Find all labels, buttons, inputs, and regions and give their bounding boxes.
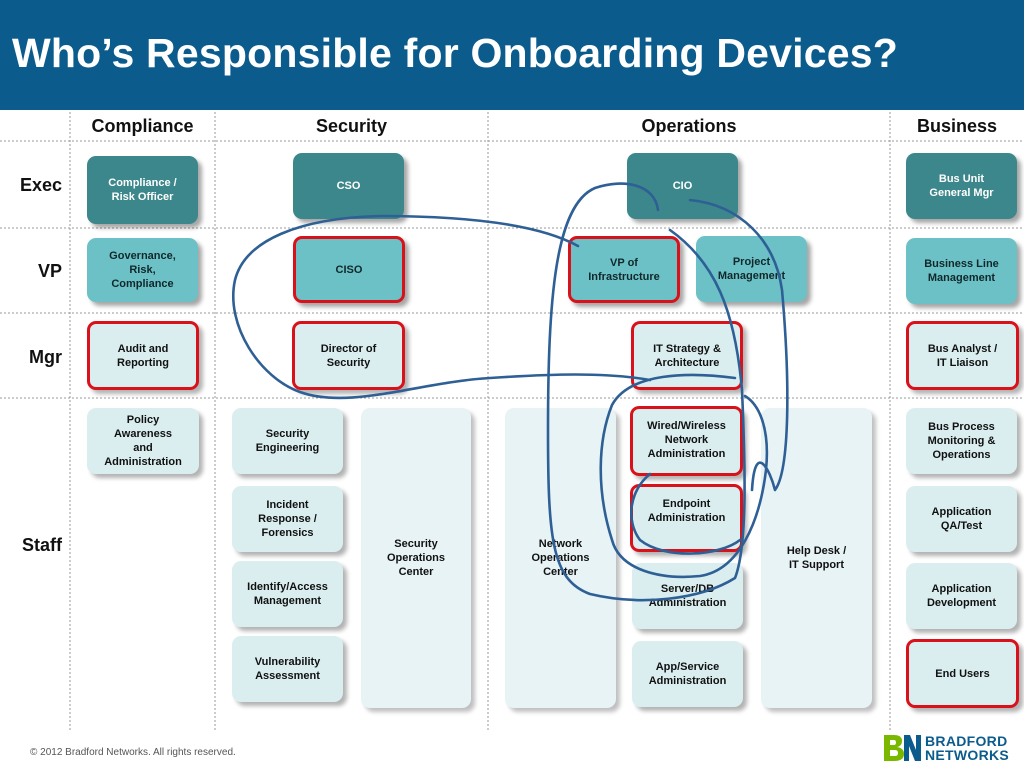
- column-header-compliance: Compliance: [91, 116, 194, 136]
- box-identify-access-management: Identify/Access Management: [232, 561, 343, 627]
- bradford-networks-logo: BRADFORD NETWORKS: [882, 732, 1022, 764]
- box-wired-wireless-network-administration: Wired/Wireless Network Administration: [630, 406, 743, 476]
- box-network-operations-center: Network Operations Center: [505, 408, 616, 708]
- box-vulnerability-assessment: Vulnerability Assessment: [232, 636, 343, 702]
- box-ciso: CISO: [293, 236, 405, 303]
- box-director-of-security: Director of Security: [292, 321, 405, 390]
- box-audit-and-reporting: Audit and Reporting: [87, 321, 199, 390]
- box-endpoint-administration: Endpoint Administration: [630, 484, 743, 552]
- box-vp-of-infrastructure: VP of Infrastructure: [568, 236, 680, 303]
- box-end-users: End Users: [906, 639, 1019, 708]
- slide-title: Who’s Responsible for Onboarding Devices…: [12, 30, 899, 76]
- bn-logo-mark: [884, 735, 921, 761]
- box-governance-risk-compliance: Governance, Risk, Compliance: [87, 238, 198, 302]
- row-header-mgr: Mgr: [29, 347, 62, 367]
- column-header-security: Security: [315, 116, 388, 136]
- box-it-strategy-architecture: IT Strategy & Architecture: [631, 321, 743, 390]
- box-app-service-administration: App/Service Administration: [632, 641, 743, 707]
- logo-wordmark: BRADFORD NETWORKS: [925, 734, 1009, 762]
- box-bus-unit-general-mgr: Bus Unit General Mgr: [906, 153, 1017, 219]
- box-cio: CIO: [627, 153, 738, 219]
- row-header-exec: Exec: [19, 175, 62, 195]
- logo-line-1: BRADFORD: [925, 733, 1008, 749]
- column-header-operations: Operations: [641, 116, 737, 136]
- box-application-development: Application Development: [906, 563, 1017, 629]
- box-security-operations-center: Security Operations Center: [361, 408, 471, 708]
- row-header-vp: VP: [37, 261, 62, 281]
- box-bus-process-monitoring-operations: Bus Process Monitoring & Operations: [906, 408, 1017, 474]
- box-server-db-administration: Server/DB Administration: [632, 563, 743, 629]
- box-business-line-management: Business Line Management: [906, 238, 1017, 304]
- box-project-management: Project Management: [696, 236, 807, 302]
- box-security-engineering: Security Engineering: [232, 408, 343, 474]
- row-header-staff: Staff: [22, 535, 62, 555]
- logo-line-2: NETWORKS: [925, 747, 1010, 763]
- box-cso: CSO: [293, 153, 404, 219]
- box-compliance-risk-officer: Compliance / Risk Officer: [87, 156, 198, 224]
- box-application-qa-test: Application QA/Test: [906, 486, 1017, 552]
- box-policy-awareness-administration: Policy Awareness and Administration: [87, 408, 199, 474]
- title-bar: Who’s Responsible for Onboarding Devices…: [0, 0, 1024, 110]
- box-incident-response-forensics: Incident Response / Forensics: [232, 486, 343, 552]
- box-bus-analyst-it-liaison: Bus Analyst / IT Liaison: [906, 321, 1019, 390]
- copyright-text: © 2012 Bradford Networks. All rights res…: [30, 747, 236, 758]
- column-header-business: Business: [916, 116, 998, 136]
- box-help-desk-it-support: Help Desk / IT Support: [761, 408, 872, 708]
